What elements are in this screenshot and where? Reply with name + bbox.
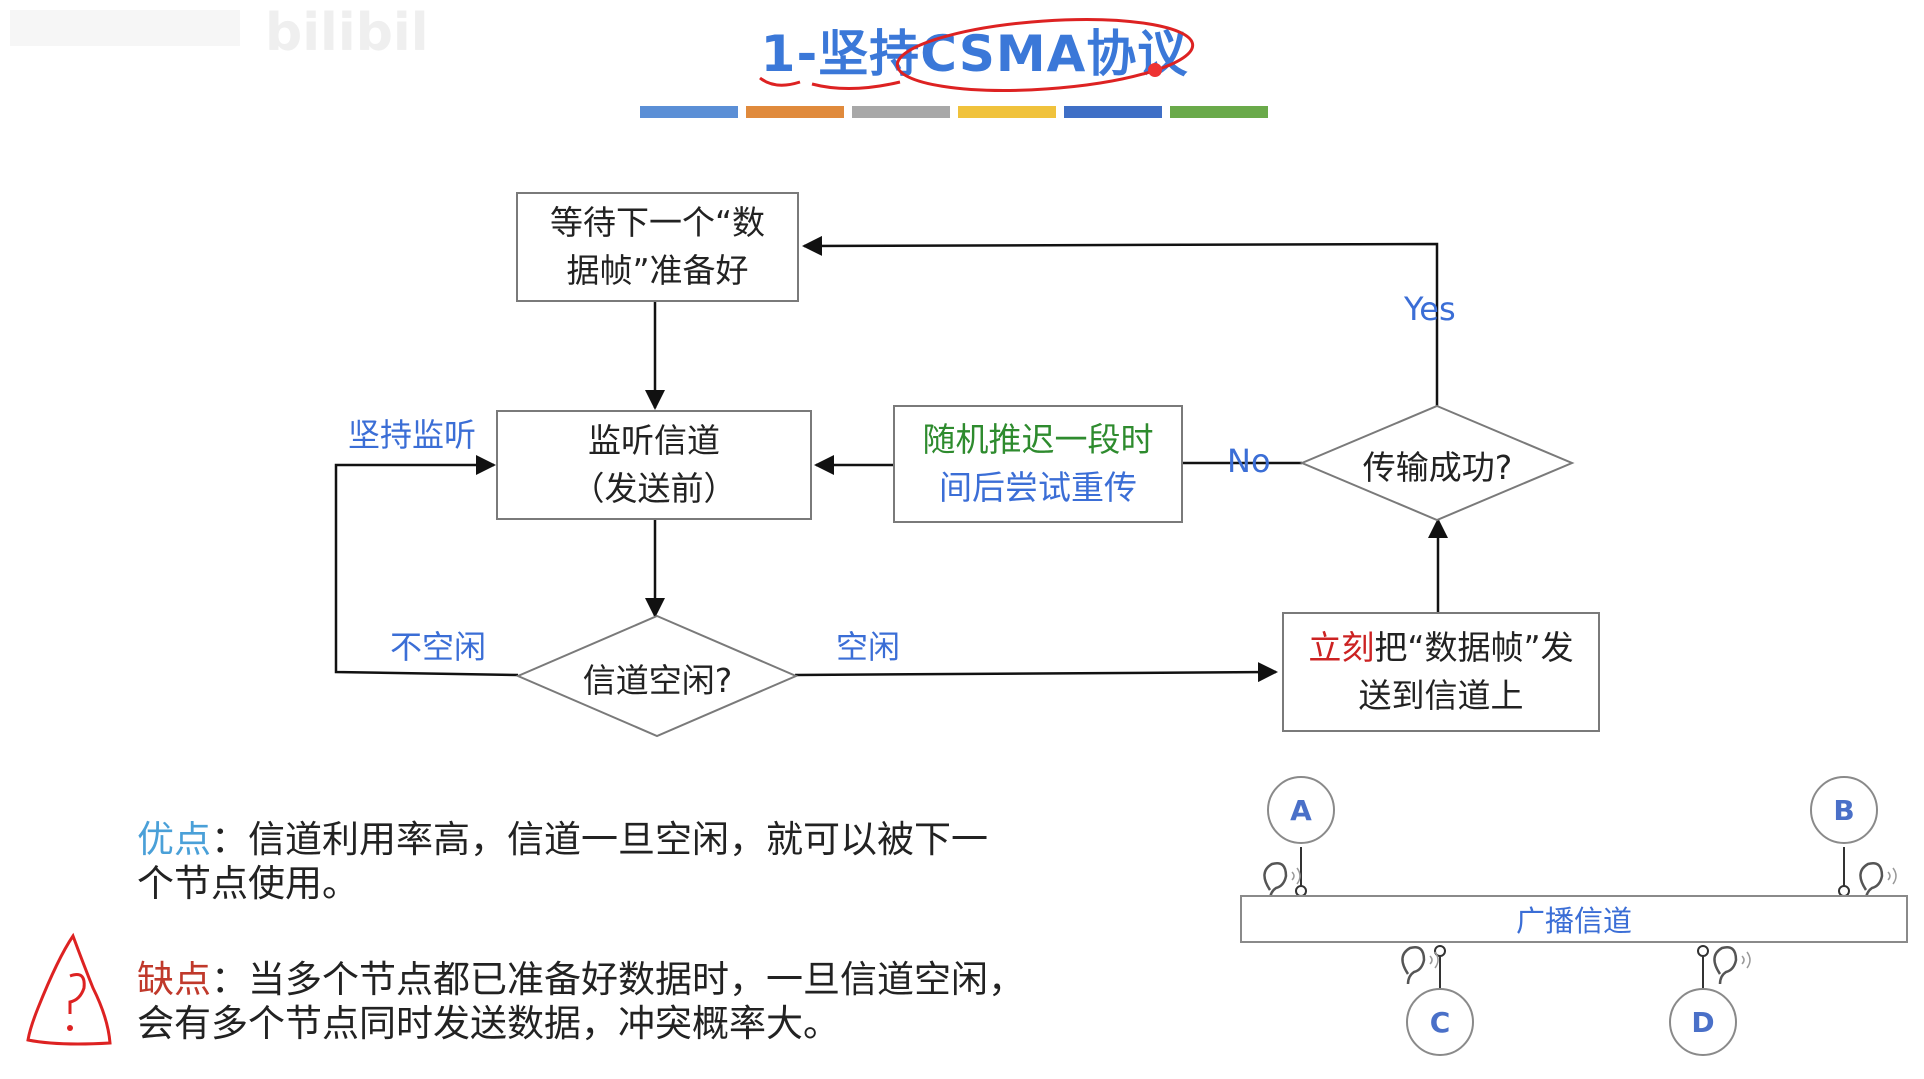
listen-channel-box: 监听信道 （发送前） [496,410,812,520]
watermark-blur [10,10,240,46]
color-strip-1 [640,106,738,118]
title-handwriting [759,18,1195,92]
ear-icon [1401,946,1439,985]
cons-text-1: ：当多个节点都已准备好数据时，一旦信道空闲， [211,958,1025,1001]
random-backoff-box: 随机推迟一段时 间后尝试重传 [893,405,1183,523]
listen-box-line-1: 监听信道 [588,421,720,460]
broadcast-channel-bar: 广播信道 [1240,895,1908,943]
backoff-box-line-2: 间后尝试重传 [939,468,1137,507]
station-b-label: B [1833,793,1855,827]
station-b: B [1810,776,1878,844]
channel-idle-question: 信道空闲? [582,661,733,700]
wait-next-frame-box: 等待下一个“数 据帧”准备好 [516,192,799,302]
station-d-label: D [1691,1005,1715,1039]
bus-connectors [1263,847,1897,988]
watermark-text: bilibili [265,3,430,60]
ear-icon [1713,946,1751,985]
label-persist-listen: 坚持监听 [348,416,477,454]
station-d: D [1669,988,1737,1056]
color-strip-4 [958,106,1056,118]
color-strip-3 [852,106,950,118]
pros-note: 优点：信道利用率高，信道一旦空闲，就可以被下一 个节点使用。 [137,818,988,906]
listen-box-line-2: （发送前） [571,469,737,508]
page-title: 1-坚持CSMA协议 [760,25,1189,83]
pros-text-2: 个节点使用。 [137,862,359,905]
label-yes: Yes [1404,290,1456,328]
station-c: C [1406,988,1474,1056]
flow-connectors [334,235,1575,738]
label-idle: 空闲 [836,628,901,666]
red-pointer-dot [1148,63,1162,77]
cons-note: 缺点：当多个节点都已准备好数据时，一旦信道空闲， 会有多个节点同时发送数据，冲突… [137,958,1025,1046]
ear-icon [1859,862,1897,901]
arrow-busy-loop [334,455,519,677]
red-ink-underline [759,76,901,90]
tx-success-diamond [1299,404,1575,522]
backoff-box-line-1: 随机推迟一段时 [922,420,1154,459]
warning-doodle-icon [26,932,112,1046]
pros-text-1: ：信道利用率高，信道一旦空闲，就可以被下一 [211,818,988,861]
channel-idle-diamond [515,614,799,738]
station-c-label: C [1429,1005,1451,1039]
label-not-idle: 不空闲 [390,628,487,666]
pros-tag: 优点 [137,818,211,861]
station-a: A [1267,776,1335,844]
title-area: 1-坚持CSMA协议 [0,14,1924,86]
color-strip-6 [1170,106,1268,118]
send-box-immediately: 立刻 [1308,628,1375,667]
send-box-line-1-rest: 把“数据帧”发 [1374,628,1574,667]
wait-box-line-2: 据帧”准备好 [566,251,749,290]
tx-success-question: 传输成功? [1362,448,1513,487]
send-box-line-2: 送到信道上 [1358,676,1524,715]
cons-text-2: 会有多个节点同时发送数据，冲突概率大。 [137,1002,840,1045]
arrow-yes-to-wait [802,235,1439,406]
station-a-label: A [1290,793,1312,827]
label-no: No [1227,442,1271,480]
send-frame-box: 立刻把“数据帧”发 送到信道上 [1282,612,1600,732]
bilibili-watermark: bilibili [10,3,430,60]
cons-line-1: 缺点：当多个节点都已准备好数据时，一旦信道空闲， [137,958,1025,1002]
broadcast-channel-label: 广播信道 [1515,904,1632,938]
cons-tag: 缺点 [137,958,211,1001]
color-strip-5 [1064,106,1162,118]
ear-icon [1263,862,1301,901]
color-strip-2 [746,106,844,118]
red-ink-circle [895,18,1195,92]
wait-box-line-1: 等待下一个“数 [549,203,766,242]
send-box-line-1: 立刻把“数据帧”发 [1308,624,1573,672]
arrow-idle-to-send [794,662,1278,683]
pros-line-1: 优点：信道利用率高，信道一旦空闲，就可以被下一 [137,818,988,862]
